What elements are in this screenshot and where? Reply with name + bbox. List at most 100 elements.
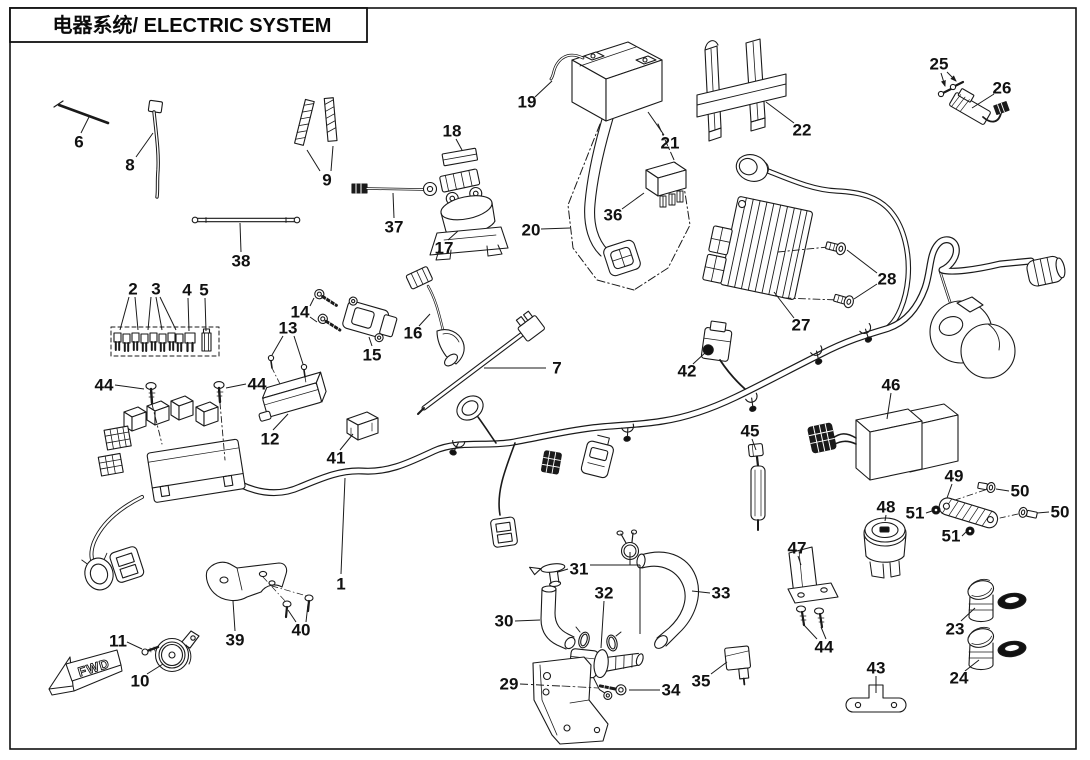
part-number-29: 29 [500, 675, 519, 694]
part-number-19: 19 [518, 93, 537, 112]
fuse-box-drawing [81, 381, 246, 591]
part-number-50: 50 [1011, 482, 1030, 501]
leader-line-11 [126, 641, 143, 650]
leader-line-14 [309, 316, 318, 323]
screw-40b-drawing [304, 594, 314, 613]
leader-line-17 [447, 230, 459, 241]
leader-line-10 [146, 663, 164, 675]
part-number-40: 40 [292, 621, 311, 640]
ecu-12-drawing [258, 371, 327, 422]
cable-tie-9-drawing [294, 97, 338, 146]
cable-tie-6-drawing [53, 100, 110, 125]
leader-line-39 [232, 600, 236, 632]
leader-line-44 [114, 384, 145, 390]
leader-line-13 [271, 335, 284, 356]
diagram-border [9, 7, 1077, 750]
cable-16-drawing [405, 266, 465, 367]
screw-44b-drawing [213, 381, 225, 404]
leader-line-20 [540, 227, 571, 230]
sensor-15-drawing [342, 296, 398, 343]
part-number-11: 11 [109, 632, 127, 651]
leader-line-29 [519, 683, 561, 687]
part-number-30: 30 [495, 612, 514, 631]
part-number-18: 18 [443, 122, 462, 141]
leader-line-40 [287, 609, 297, 623]
part-number-47: 47 [788, 539, 807, 558]
leader-line-28 [853, 283, 878, 300]
rod-38-drawing [191, 216, 301, 224]
connector-drop-c [490, 442, 518, 548]
leader-line-44 [225, 383, 247, 389]
leader-line-18 [455, 138, 463, 151]
cable-tie-8-drawing [147, 99, 163, 199]
ecu-46-drawing [807, 403, 959, 481]
socket-24-drawing [967, 626, 1027, 671]
screw-44c1-drawing [795, 605, 807, 627]
leader-line-26 [971, 93, 995, 109]
part-number-34: 34 [662, 681, 681, 700]
part-number-33: 33 [712, 584, 731, 603]
page-title: 电器系统/ ELECTRIC SYSTEM [53, 13, 332, 37]
bracket-47-drawing [787, 546, 839, 604]
bolt-14a-drawing [314, 288, 338, 307]
part-number-23: 23 [946, 620, 965, 639]
leader-line-44 [802, 623, 818, 640]
part-number-44: 44 [95, 376, 114, 395]
screw-50a-drawing [977, 481, 996, 494]
screw-11-drawing [141, 645, 160, 656]
part-number-50: 50 [1051, 503, 1070, 522]
fuse-row-drawing [110, 326, 220, 357]
cable-37-drawing [351, 181, 438, 197]
leader-line-49 [946, 483, 953, 499]
regulator-27-drawing [702, 196, 839, 301]
screw-40a-drawing [282, 600, 292, 619]
battery-wiring-boundary-20-drawing [567, 123, 691, 291]
part-number-16: 16 [404, 324, 423, 343]
horn-10-drawing [154, 630, 200, 673]
leader-line-44 [820, 626, 827, 640]
part-number-48: 48 [877, 498, 896, 517]
screw-44a-drawing [145, 382, 157, 405]
harness-clip-icons [449, 322, 873, 456]
bracket-29-drawing [532, 656, 609, 745]
leader-line-22 [765, 101, 795, 124]
part-number-31: 31 [570, 560, 589, 579]
battery-vent-tube-19-drawing [549, 53, 585, 81]
leader-line-5 [204, 297, 207, 332]
screw-28b [833, 293, 855, 309]
leader-line-23 [960, 607, 976, 622]
leader-line-48 [884, 514, 887, 522]
leader-line-50 [1036, 511, 1050, 514]
leader-line-45 [751, 438, 757, 451]
hose-clamps-drawing [575, 626, 622, 652]
strut-45-drawing [747, 443, 766, 531]
diagnostic-cable-7-drawing [417, 310, 545, 415]
leader-line-33 [691, 590, 711, 594]
part-number-17: 17 [435, 239, 454, 258]
leader-line-9 [306, 149, 321, 172]
part-number-24: 24 [950, 669, 969, 688]
leader-line-46 [886, 392, 892, 420]
headlamp-boot-drawing [929, 296, 1016, 379]
part-number-25: 25 [930, 55, 949, 74]
part-number-41: 41 [327, 449, 346, 468]
leader-line-12 [272, 413, 289, 431]
nut-51b-drawing [965, 526, 975, 536]
leader-line-41 [339, 433, 354, 451]
part-number-4: 4 [182, 281, 192, 300]
battery-21-drawing [571, 41, 663, 122]
part-number-51: 51 [942, 527, 961, 546]
leader-line-27 [773, 291, 795, 319]
leader-line-47 [797, 555, 802, 566]
leader-line-4 [187, 297, 190, 332]
leader-line-19 [534, 80, 553, 98]
main-harness-1-drawing [222, 236, 1035, 497]
battery-cables-drawing [584, 92, 641, 277]
part-number-32: 32 [595, 584, 614, 603]
part-number-7: 7 [552, 359, 561, 378]
part-number-37: 37 [385, 218, 404, 237]
bracket-43-drawing [845, 684, 907, 713]
